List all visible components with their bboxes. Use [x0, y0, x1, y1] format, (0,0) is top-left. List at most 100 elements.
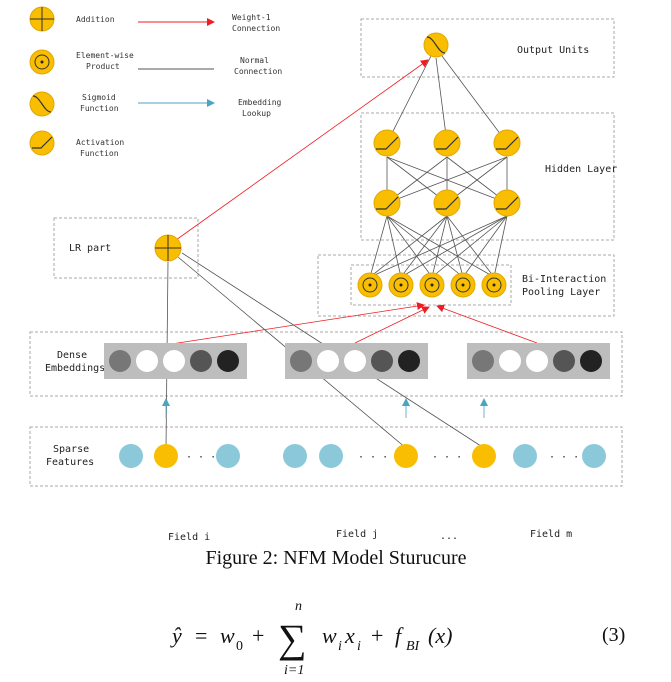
dense-embedding-cells: [109, 350, 602, 372]
legend-addition-label: Addition: [76, 15, 115, 24]
dense-to-bi-weight1: [164, 302, 538, 346]
hidden-node: [373, 189, 401, 217]
dense-embeddings: [104, 343, 610, 379]
dense-embedding-cell: [136, 350, 158, 372]
eq-x-sub: i: [357, 639, 361, 654]
bi-interaction-label-line1: Bi-Interaction: [522, 274, 606, 285]
dense-embeddings-label-line2: Embeddings: [45, 363, 105, 374]
dense-embeddings-box: [29, 331, 623, 397]
addition-icon: [29, 6, 55, 32]
eq-sum-upper: n: [295, 599, 302, 614]
activation-icon: [376, 136, 399, 150]
dense-embedding-cell: [580, 350, 602, 372]
sparse-features: · · · · · · · · · · · ·: [119, 444, 606, 468]
legend-activation: Activation Function: [29, 130, 124, 158]
sparse-ellipsis: · · ·: [186, 452, 216, 463]
dense-embedding-cell: [499, 350, 521, 372]
hidden-layer-box: [360, 112, 615, 241]
activation-icon: [376, 196, 399, 210]
dense-embedding-cell: [526, 350, 548, 372]
eq-equals: =: [195, 623, 207, 648]
legend-activation-label-line1: Activation: [76, 138, 124, 147]
dense-embedding-cell: [163, 350, 185, 372]
legend-activation-label-line2: Function: [80, 149, 119, 158]
eq-w0-sub: 0: [236, 639, 243, 654]
sparse-features-label-line2: Features: [46, 457, 94, 468]
sparse-feature-node-active: [394, 444, 418, 468]
bi-to-hidden1-connections: [369, 215, 508, 278]
layer-boxes: [29, 18, 623, 487]
activation-icon: [496, 136, 519, 150]
product-node: [450, 272, 476, 298]
legend-sigmoid-label-line2: Function: [80, 104, 119, 113]
hidden-node: [373, 129, 401, 157]
legend-addition: Addition Weight-1 Connection: [29, 6, 280, 33]
dense-embeddings-label-line1: Dense: [57, 350, 87, 361]
dense-embedding-cell: [553, 350, 575, 372]
eq-plus2: +: [371, 623, 383, 648]
sparse-ellipsis: · · ·: [549, 452, 579, 463]
field-label-j: Field j: [336, 529, 378, 540]
sparse-features-label-line1: Sparse: [53, 444, 89, 455]
sparse-feature-node: [119, 444, 143, 468]
output-units-label: Output Units: [517, 45, 589, 56]
output-units-box: [360, 18, 615, 78]
field-label-i: Field i: [168, 532, 210, 543]
eq-f-arg: (x): [428, 623, 452, 648]
product-icon: [29, 49, 55, 75]
eq-x: x: [344, 623, 355, 648]
lr-part-box: [53, 217, 199, 279]
embedding-lookup-arrows: [162, 398, 488, 418]
activation-icon: [436, 196, 459, 210]
legend-normal-label-line1: Normal: [240, 56, 269, 65]
sparse-ellipsis: · · ·: [358, 452, 388, 463]
sigmoid-icon: [29, 91, 55, 117]
dense-embedding-cell: [344, 350, 366, 372]
product-node: [388, 272, 414, 298]
sparse-features-box: [29, 426, 623, 487]
legend-product-label-line2: Product: [86, 62, 120, 71]
product-node: [357, 272, 383, 298]
activation-icon: [436, 136, 459, 150]
connections: [162, 55, 538, 449]
output-unit-node: [423, 32, 449, 58]
bi-interaction-box: [317, 254, 615, 317]
dense-embedding-cell: [290, 350, 312, 372]
dense-embedding-cell: [190, 350, 212, 372]
activation-icon: [496, 196, 519, 210]
sparse-feature-node: [513, 444, 537, 468]
eq-yhat: ŷ: [170, 623, 182, 648]
dense-embedding-cell: [109, 350, 131, 372]
lr-addition-node: [154, 234, 182, 262]
dense-embedding-cell: [472, 350, 494, 372]
activation-icon: [29, 130, 55, 156]
eq-w-sub: i: [338, 639, 342, 654]
legend-embedding-label-line2: Lookup: [242, 109, 271, 118]
equation-number: (3): [602, 624, 625, 646]
hidden-node: [493, 129, 521, 157]
sparse-ellipsis: · · ·: [432, 452, 462, 463]
eq-sum-lower: i=1: [284, 663, 304, 678]
hidden2-to-output-connections: [386, 55, 508, 144]
eq-f-sub: BI: [406, 639, 421, 654]
dense-embedding-cell: [398, 350, 420, 372]
sigmoid-icon: [426, 36, 446, 54]
eq-w0: w: [220, 623, 235, 648]
hidden-node: [433, 189, 461, 217]
legend-normal-label-line2: Connection: [234, 67, 282, 76]
sparse-feature-node: [582, 444, 606, 468]
dense-embedding-cell: [317, 350, 339, 372]
eq-w: w: [322, 623, 337, 648]
sparse-feature-node: [283, 444, 307, 468]
hidden-layer-1: [373, 189, 521, 217]
eq-sum: ∑: [278, 616, 307, 661]
dense-embedding-cell: [217, 350, 239, 372]
legend-sigmoid: Sigmoid Function Embedding Lookup: [29, 91, 282, 118]
bi-interaction-nodes: [357, 272, 507, 298]
bi-interaction-inner-box: [350, 264, 512, 306]
hidden-node: [493, 189, 521, 217]
field-label-m: Field m: [530, 529, 572, 540]
sparse-feature-node-active: [472, 444, 496, 468]
sparse-feature-node: [216, 444, 240, 468]
